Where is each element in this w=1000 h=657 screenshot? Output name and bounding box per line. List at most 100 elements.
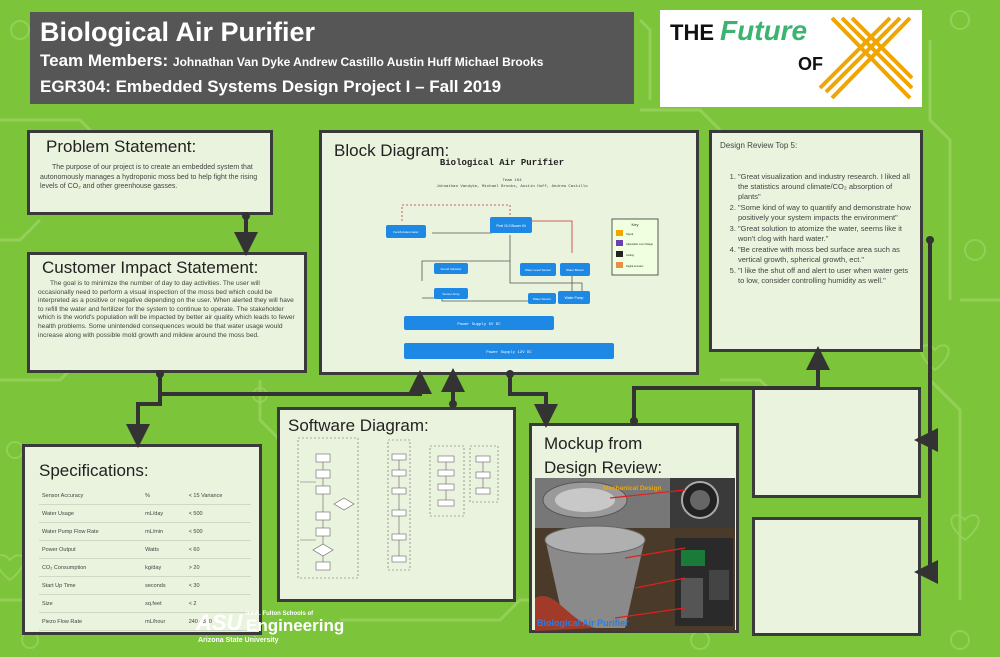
asu-school: Ira A. Fulton Schools of bbox=[246, 611, 314, 617]
customer-heading: Customer Impact Statement: bbox=[42, 258, 259, 277]
node-fan-accelerometer bbox=[386, 225, 426, 238]
design-review-heading: Design Review Top 5: bbox=[720, 141, 798, 150]
empty-panel-top bbox=[752, 387, 921, 498]
node-sound-label: Sound Indicator bbox=[440, 267, 461, 271]
software-diagram-panel: Software Diagram: bbox=[277, 407, 516, 602]
block-heading: Block Diagram: bbox=[334, 141, 450, 160]
mockup-heading-2: Design Review: bbox=[544, 458, 663, 477]
design-review-item: "I like the shut off and alert to user w… bbox=[738, 266, 912, 286]
table-row: Sensor Accuracy%< 15 Variance bbox=[39, 487, 251, 505]
block-diagram: Biological Air Purifier Team 104 Johnath… bbox=[386, 158, 659, 359]
empty-panel-bottom bbox=[752, 517, 921, 636]
team-label: Team Members: bbox=[40, 51, 169, 70]
spec-value: > 20 bbox=[185, 558, 251, 577]
key-item-1: Signal bbox=[626, 232, 634, 236]
power-supply-12v bbox=[404, 343, 614, 359]
node-sensor-array-label: Sensor Array bbox=[442, 292, 460, 296]
spec-unit: mL/hour bbox=[142, 612, 186, 631]
customer-text: The goal is to minimize the number of da… bbox=[38, 280, 295, 339]
future-of-x-logo-art: THE Future OF bbox=[670, 15, 914, 100]
node-water-blower bbox=[560, 263, 590, 276]
spec-unit: kg/day bbox=[142, 558, 186, 577]
block-key: Key Signal Adjustable Low Voltage Analog… bbox=[611, 218, 659, 276]
poster-title: Biological Air Purifier bbox=[40, 17, 316, 47]
design-review-item: "Be creative with moss bed surface area … bbox=[738, 245, 912, 265]
node-water-level-label: Water Level Sensor bbox=[525, 268, 551, 272]
problem-text: The purpose of our project is to create … bbox=[40, 164, 258, 190]
node-sound bbox=[434, 263, 468, 274]
logo-future: Future bbox=[720, 15, 807, 46]
design-review-item: "Great solution to atomize the water, se… bbox=[738, 224, 912, 244]
spec-name: Power Output bbox=[39, 540, 143, 559]
spec-name: Water Usage bbox=[39, 504, 143, 523]
problem-heading: Problem Statement: bbox=[46, 137, 197, 156]
asu-university: Arizona State University bbox=[198, 637, 279, 644]
spec-unit: mL/day bbox=[142, 504, 186, 523]
specs-table: Sensor Accuracy%< 15 Variance Water Usag… bbox=[39, 487, 251, 631]
customer-impact-panel: Customer Impact Statement: The goal is t… bbox=[27, 252, 307, 373]
spec-value: < 15 Variance bbox=[185, 487, 251, 505]
spec-name: Sensor Accuracy bbox=[39, 487, 143, 505]
block-subtitle: Team 104 bbox=[502, 179, 522, 183]
asu-engineering: Engineering bbox=[246, 616, 345, 635]
spec-value: < 500 bbox=[185, 504, 251, 523]
software-heading: Software Diagram: bbox=[288, 416, 429, 435]
asu-logo: ASU Ira A. Fulton Schools of Engineering… bbox=[196, 611, 346, 651]
team-members: Johnathan Van Dyke Andrew Castillo Austi… bbox=[172, 55, 544, 69]
block-nodes: Fan/Accelerometer Pixel OLS Blower Kit S… bbox=[386, 217, 614, 359]
node-pixel-label: Pixel OLS Blower Kit bbox=[496, 224, 526, 228]
node-water-blower-label: Water Blower bbox=[566, 268, 584, 272]
power-supply-12v-label: Power Supply 12V DC bbox=[486, 350, 532, 355]
block-diagram-panel: Block Diagram: Biological Air Purifier T… bbox=[319, 130, 699, 375]
spec-value: < 2 bbox=[185, 594, 251, 613]
title-band: Biological Air Purifier Team Members: Jo… bbox=[30, 12, 634, 104]
mockup-photo: Mechanical Design Biological Air Purifie… bbox=[535, 478, 735, 631]
spec-name: Piezo Flow Rate bbox=[39, 612, 143, 631]
design-review-list: "Great visualization and industry resear… bbox=[720, 172, 912, 286]
design-review-panel: Design Review Top 5: "Great visualizatio… bbox=[709, 130, 923, 352]
key-title: Key bbox=[632, 222, 639, 227]
future-of-x-logo: THE Future OF bbox=[660, 10, 922, 107]
power-supply-5v bbox=[404, 316, 554, 330]
spec-name: Start Up Time bbox=[39, 576, 143, 595]
specs-heading: Specifications: bbox=[39, 461, 149, 480]
spec-value: 240 - 300 bbox=[185, 612, 251, 631]
node-sensor-array bbox=[434, 288, 468, 299]
spec-unit: seconds bbox=[142, 576, 186, 595]
spec-unit: % bbox=[142, 487, 186, 505]
power-supply-5v-label: Power Supply 5V DC bbox=[457, 322, 501, 327]
spec-unit: Watts bbox=[142, 540, 186, 559]
key-item-3: Analog bbox=[626, 253, 635, 257]
block-members: Johnathan Vandyke, Michael Brooks, Austi… bbox=[436, 184, 588, 189]
spec-value: < 60 bbox=[185, 540, 251, 559]
spec-name: Size bbox=[39, 594, 143, 613]
mockup-heading-1: Mockup from bbox=[544, 434, 643, 453]
logo-the: THE bbox=[670, 20, 714, 45]
problem-statement-panel: Problem Statement: The purpose of our pr… bbox=[27, 130, 273, 215]
mockup-panel: Mockup from Design Review: Mechanical De… bbox=[529, 423, 739, 633]
spec-unit: sq.feet bbox=[142, 594, 186, 613]
node-water-pump-label: Water Pump bbox=[565, 296, 584, 300]
mockup-label-mechanical: Mechanical Design bbox=[603, 485, 662, 492]
key-item-4: Digital Actuator bbox=[626, 264, 644, 268]
spec-value: < 500 bbox=[185, 522, 251, 541]
node-fan-label: Fan/Accelerometer bbox=[393, 230, 418, 234]
spec-unit: mL/min bbox=[142, 522, 186, 541]
spec-value: < 30 bbox=[185, 576, 251, 595]
node-water-sensor-label: Water Sensor bbox=[533, 297, 551, 301]
software-diagram bbox=[297, 437, 499, 579]
specifications-panel: Specifications: Sensor Accuracy%< 15 Var… bbox=[22, 444, 262, 635]
node-pixel-kit bbox=[490, 217, 532, 233]
spec-name: CO₂ Consumption bbox=[39, 558, 143, 577]
block-diagram-title: Biological Air Purifier bbox=[440, 158, 564, 168]
key-item-2: Adjustable Low Voltage bbox=[626, 242, 654, 246]
specs-table-body: Sensor Accuracy%< 15 Variance Water Usag… bbox=[39, 487, 251, 631]
spec-name: Water Pump Flow Rate bbox=[39, 522, 143, 541]
node-water-sensor bbox=[528, 293, 556, 304]
